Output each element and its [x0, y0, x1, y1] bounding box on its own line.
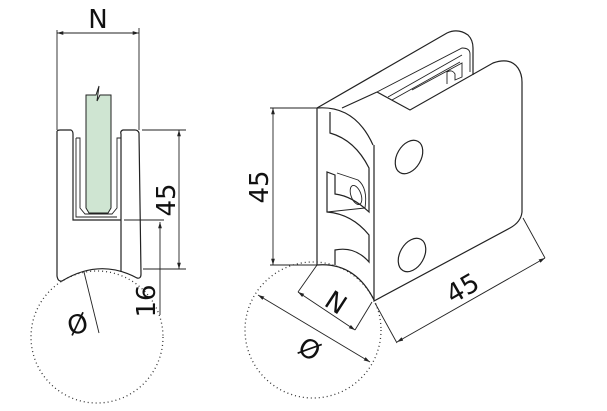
iso-view: 45 45 N Ø: [244, 30, 546, 399]
pipe-outline-circle: [244, 261, 382, 399]
rubber-gasket: [75, 137, 121, 218]
height-dimension-label: 45: [245, 170, 275, 203]
diameter-label: Ø: [64, 308, 92, 342]
offset-dimension-label: 16: [132, 284, 162, 317]
height-dimension-label: 45: [152, 183, 182, 216]
pipe-outline-circle: [30, 270, 164, 404]
width-dimension-label: N: [319, 285, 352, 321]
glass-slot: [376, 47, 471, 101]
slot-hole: [349, 184, 363, 206]
glass-panel: [85, 85, 112, 214]
diameter-label: Ø: [293, 332, 326, 368]
clamp-body-section: [56, 129, 142, 282]
width-dimension-label: N: [88, 5, 107, 35]
mounting-hole: [397, 237, 427, 273]
clamp-side: [316, 107, 375, 301]
side-view: N 45 16 Ø: [30, 5, 186, 404]
mounting-hole: [394, 139, 424, 175]
front-plate: [373, 60, 523, 303]
length-dimension-label: 45: [441, 268, 485, 311]
back-plate: [316, 30, 474, 109]
